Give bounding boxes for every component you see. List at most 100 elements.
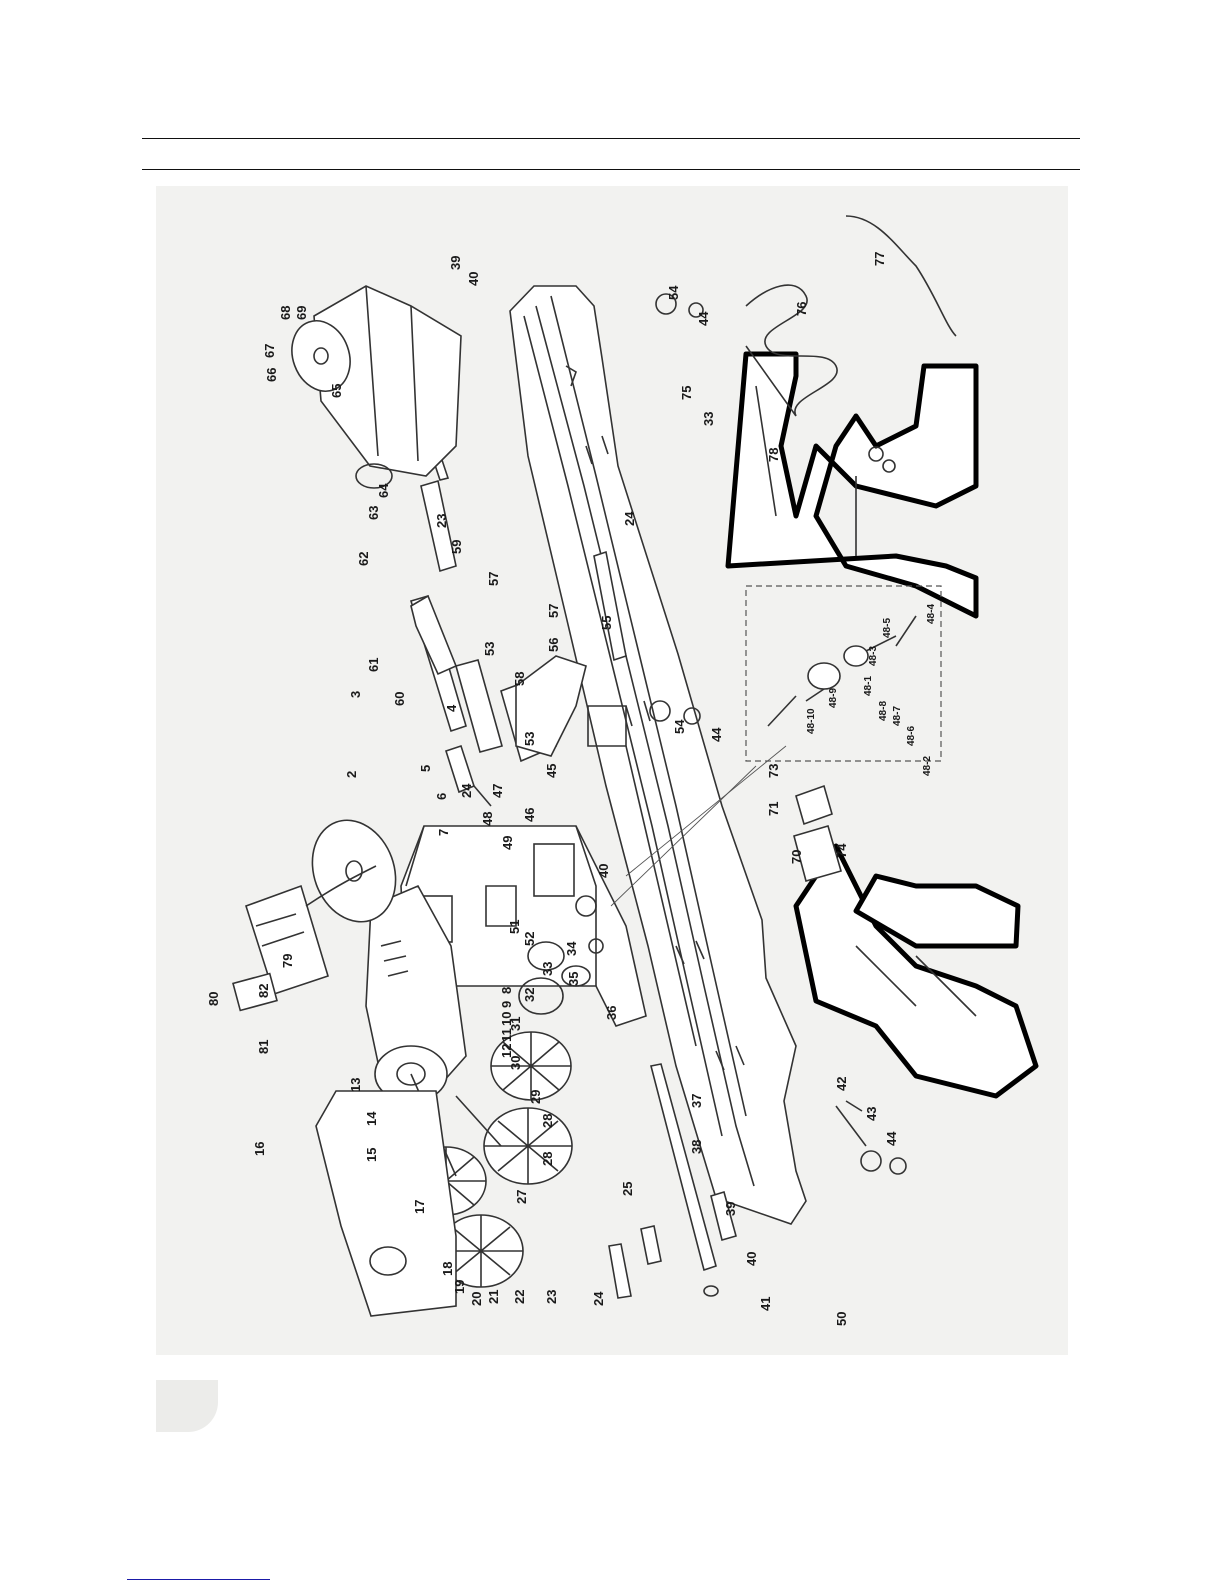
part-label-48-9: 48-9 [828,688,839,708]
part-label-16: 16 [252,1142,267,1156]
part-label-38: 38 [689,1140,704,1154]
part-label-49: 49 [500,836,515,850]
part-label-56: 56 [546,638,561,652]
part-label-48-7: 48-7 [892,706,903,726]
part-label-77: 77 [872,252,887,266]
part-label-28a: 28 [540,1114,555,1128]
part-label-50: 50 [834,1312,849,1326]
part-label-64: 64 [376,483,391,498]
drive-center-subassembly [745,585,942,762]
part-label-13: 13 [348,1078,363,1092]
part-label-55: 55 [599,616,614,630]
part-label-48-1: 48-1 [863,676,874,696]
lathe-bed [509,285,807,1225]
part-label-40-middle: 40 [596,864,611,878]
part-label-23-bottom: 23 [544,1290,559,1304]
part-label-44-middle: 44 [709,727,724,742]
part-label-66: 66 [264,368,279,382]
scan-corner-artifact [156,1380,218,1432]
part-label-12: 12 [499,1044,514,1058]
part-label-33b: 33 [701,412,716,426]
part-label-31: 31 [508,1017,523,1031]
part-label-59: 59 [449,540,464,554]
part-label-57-middle: 57 [546,604,561,618]
part-label-48-2: 48-2 [922,756,933,776]
part-label-15: 15 [364,1148,379,1162]
header-rule-top [142,138,1080,139]
exploded-parts-diagram: 2 3 4 5 6 7 8 9 10 11 12 13 14 15 16 17 … [156,186,1068,1355]
part-label-24-bottom: 24 [591,1291,606,1306]
part-label-35: 35 [566,972,581,986]
belt-guard [315,1090,457,1317]
part-label-4: 4 [444,704,459,712]
leg-stand-74 [793,843,1039,1099]
part-label-79: 79 [280,954,295,968]
part-label-43: 43 [864,1107,879,1121]
part-label-78: 78 [766,448,781,462]
part-label-82: 82 [256,984,271,998]
part-label-74: 74 [834,843,849,858]
part-label-21: 21 [486,1290,501,1304]
part-label-69: 69 [294,306,309,320]
part-label-18: 18 [440,1262,455,1276]
part-label-57-top: 57 [486,572,501,586]
part-label-40-bottom: 40 [744,1252,759,1266]
part-label-40-top: 40 [466,272,481,286]
part-label-65: 65 [329,384,344,398]
part-label-76: 76 [794,302,809,316]
part-label-48-10: 48-10 [806,708,817,734]
switch-box [232,865,377,1012]
part-label-27: 27 [514,1190,529,1204]
spindle-parts [608,1063,737,1299]
part-label-11: 11 [499,1028,514,1042]
power-cords [745,215,957,417]
part-label-39-bottom: 39 [723,1202,738,1216]
part-label-48-3: 48-3 [868,646,879,666]
part-label-48-8: 48-8 [878,701,889,721]
part-label-3: 3 [348,691,363,698]
tailstock [291,285,462,489]
part-label-46: 46 [522,808,537,822]
part-label-68: 68 [278,306,293,320]
part-label-70: 70 [789,850,804,864]
banjo [515,550,697,1047]
part-label-71: 71 [766,802,781,816]
part-label-37: 37 [689,1094,704,1108]
part-label-52: 52 [522,932,537,946]
part-label-30: 30 [508,1056,523,1070]
part-label-25: 25 [620,1182,635,1196]
part-label-54-top: 54 [666,285,681,300]
part-label-14: 14 [364,1111,379,1126]
part-label-45: 45 [544,764,559,778]
part-label-32: 32 [522,988,537,1002]
part-label-48-6: 48-6 [906,726,917,746]
part-label-48: 48 [480,812,495,826]
footnote-rule [127,1579,270,1580]
headstock [400,825,647,1027]
part-label-73: 73 [766,764,781,778]
part-label-75: 75 [679,386,694,400]
part-label-60: 60 [392,692,407,706]
part-label-44-bottom: 44 [884,1131,899,1146]
part-label-63: 63 [366,506,381,520]
part-label-17: 17 [412,1200,427,1214]
part-label-29: 29 [528,1090,543,1104]
part-label-51: 51 [507,920,522,934]
part-label-34: 34 [564,941,579,956]
accessory-box [793,784,842,882]
part-label-80: 80 [206,992,221,1006]
part-label-7: 7 [436,829,451,836]
part-label-2: 2 [344,771,359,778]
part-label-24-right: 24 [622,511,637,526]
part-label-61: 61 [366,658,381,672]
part-label-47: 47 [490,784,505,798]
part-label-6: 6 [434,793,449,800]
part-label-81: 81 [256,1040,271,1054]
fasteners [649,293,907,1175]
part-label-39-top: 39 [448,256,463,270]
part-label-8: 8 [499,987,514,994]
part-label-24-middle: 24 [459,783,474,798]
part-label-20: 20 [469,1292,484,1306]
part-label-28b: 28 [540,1152,555,1166]
part-label-44-top: 44 [696,311,711,326]
